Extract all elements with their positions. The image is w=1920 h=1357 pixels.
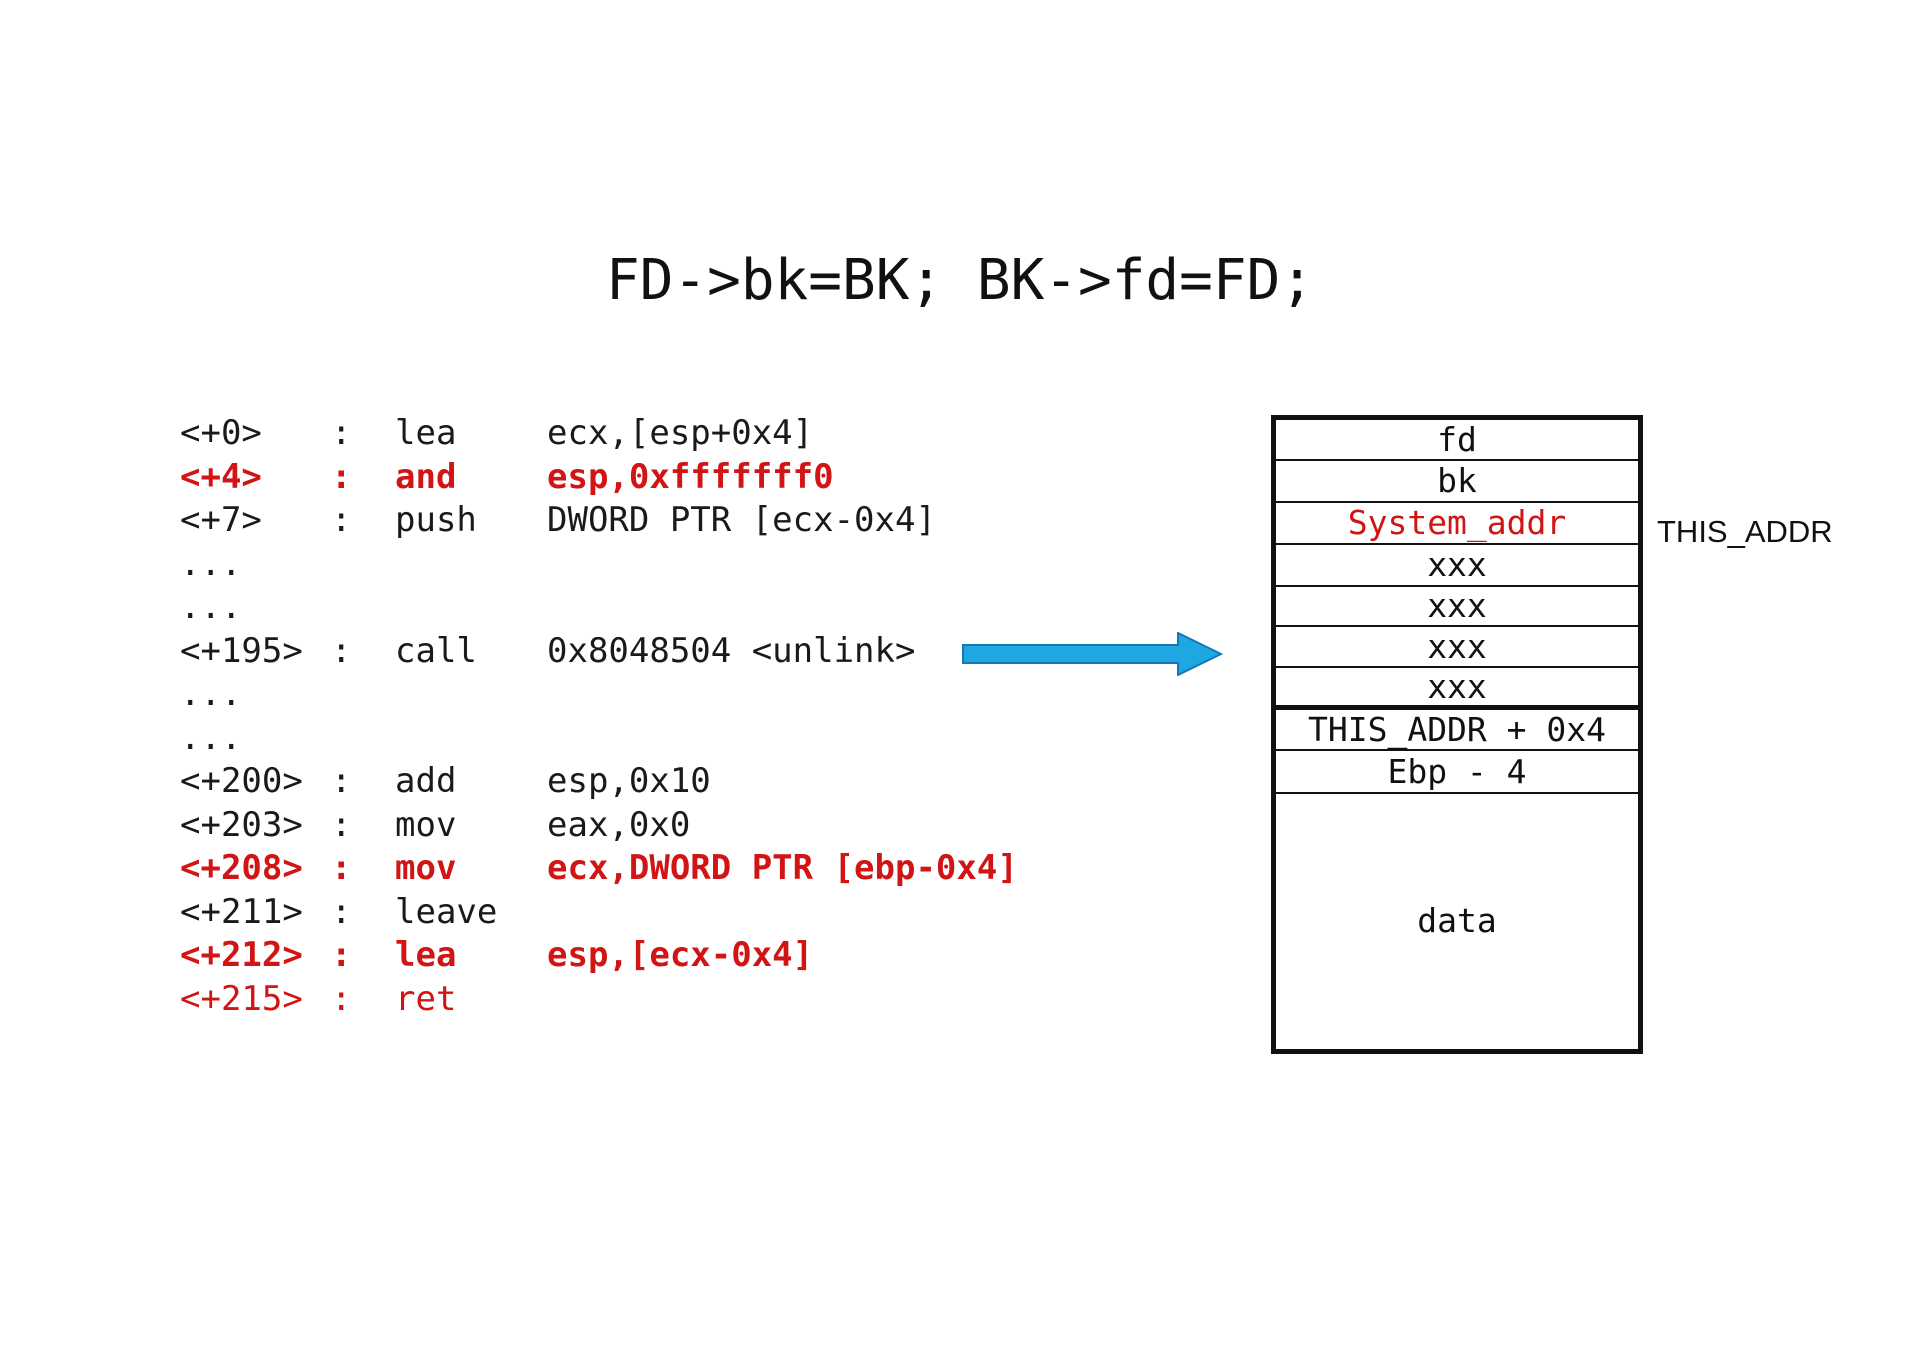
asm-separator: : <box>331 935 352 975</box>
asm-mnemonic: and <box>395 456 457 497</box>
asm-separator: : <box>331 630 352 671</box>
asm-offset: <+200> <box>180 761 303 801</box>
stack-cell: THIS_ADDR + 0x4 <box>1276 710 1638 751</box>
asm-offset: <+215> <box>180 978 303 1019</box>
asm-separator: : <box>331 804 352 845</box>
asm-offset: ... <box>180 717 242 758</box>
asm-offset: ... <box>180 674 242 714</box>
asm-mnemonic: push <box>395 500 477 540</box>
asm-operands: 0x8048504 <unlink> <box>547 630 916 671</box>
asm-separator: : <box>331 413 352 453</box>
asm-separator: : <box>331 848 352 888</box>
asm-operands: ecx,DWORD PTR [ebp-0x4] <box>547 848 1018 888</box>
asm-offset: <+211> <box>180 891 303 932</box>
stack-cell: Ebp - 4 <box>1276 751 1638 794</box>
asm-mnemonic: add <box>395 761 457 801</box>
asm-mnemonic: mov <box>395 804 457 845</box>
asm-offset: <+4> <box>180 456 262 497</box>
asm-mnemonic: mov <box>395 848 457 888</box>
asm-offset: ... <box>180 587 242 627</box>
stack-cell: System_addr <box>1276 503 1638 545</box>
stack-cell: fd <box>1276 420 1638 461</box>
stack-cell: bk <box>1276 461 1638 503</box>
asm-mnemonic: lea <box>395 935 457 975</box>
asm-operands: ecx,[esp+0x4] <box>547 413 814 453</box>
stack-cell: data <box>1417 901 1497 940</box>
asm-operands: esp,0xfffffff0 <box>547 456 834 497</box>
this-addr-label: THIS_ADDR <box>1657 514 1833 549</box>
asm-offset: <+212> <box>180 935 303 975</box>
asm-operands: eax,0x0 <box>547 804 691 845</box>
asm-separator: : <box>331 891 352 932</box>
right-arrow-icon <box>962 632 1224 676</box>
asm-offset: <+7> <box>180 500 262 540</box>
stack-cell: xxx <box>1276 668 1638 710</box>
asm-offset: <+208> <box>180 848 303 888</box>
asm-separator: : <box>331 978 352 1019</box>
asm-separator: : <box>331 500 352 540</box>
stack-cell: xxx <box>1276 627 1638 668</box>
asm-mnemonic: call <box>395 630 477 671</box>
stack-cell: xxx <box>1276 587 1638 627</box>
asm-mnemonic: lea <box>395 413 457 453</box>
asm-separator: : <box>331 761 352 801</box>
asm-offset: ... <box>180 543 242 584</box>
asm-mnemonic: ret <box>395 978 457 1019</box>
diagram-title: FD->bk=BK; BK->fd=FD; <box>605 248 1314 313</box>
asm-operands: DWORD PTR [ecx-0x4] <box>547 500 936 540</box>
asm-separator: : <box>331 456 352 497</box>
asm-offset: <+203> <box>180 804 303 845</box>
asm-mnemonic: leave <box>395 891 498 932</box>
asm-offset: <+0> <box>180 413 262 453</box>
asm-offset: <+195> <box>180 630 303 671</box>
asm-operands: esp,0x10 <box>547 761 711 801</box>
asm-operands: esp,[ecx-0x4] <box>547 935 814 975</box>
stack-cell: xxx <box>1276 545 1638 587</box>
